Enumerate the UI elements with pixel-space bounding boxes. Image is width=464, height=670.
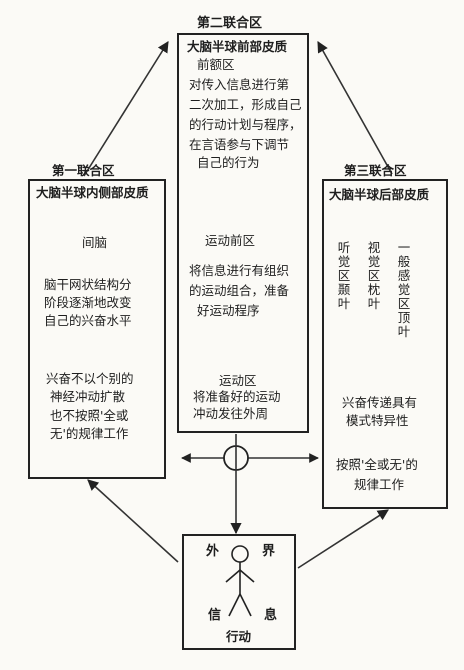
outer-left-char: 外 (206, 544, 220, 559)
third-zone-heading: 第三联合区 (344, 163, 407, 178)
parietal-lobe-label: 一般感觉区顶叶 (397, 240, 411, 339)
posterior-cortex-box: 大脑半球后部皮质 听觉区颞叶 视觉区枕叶 一般感觉区顶叶 兴奋传递具有 模式特异… (322, 179, 448, 509)
medial-line-5: 神经冲动扩散 (50, 389, 126, 404)
first-zone-heading: 第一联合区 (52, 163, 115, 178)
arrow-bottom-to-third (297, 509, 389, 569)
frontal-line-3: 的行动计划与程序， (189, 117, 302, 132)
frontal-line-2: 二次加工，形成自己 (189, 97, 302, 112)
info-right-char: 息 (264, 608, 278, 623)
outside-world-box: 外 界 信 息 行动 (182, 534, 296, 650)
law-line-2: 规律工作 (354, 477, 405, 492)
motor-line-1: 将准备好的运动 (193, 389, 281, 404)
medial-line-2: 阶段逐渐地改变 (44, 295, 132, 310)
premotor-line-3: 好运动程序 (197, 303, 260, 318)
medial-line-7: 无'的规律工作 (50, 426, 129, 441)
occipital-lobe-label: 视觉区枕叶 (367, 240, 381, 311)
medial-line-3: 自己的兴奋水平 (44, 313, 132, 328)
posterior-title: 大脑半球后部皮质 (329, 187, 430, 202)
frontal-line-4: 在言语参与下调节 (189, 137, 290, 152)
person-figure (225, 545, 255, 617)
law-line-1: 按照'全或无'的 (336, 457, 418, 472)
frontal-line-1: 对传入信息进行第 (189, 77, 290, 92)
premotor-title: 运动前区 (205, 233, 256, 248)
arrow-third-to-second (317, 41, 393, 175)
outer-right-char: 界 (262, 544, 276, 559)
second-zone-heading: 第二联合区 (197, 16, 263, 31)
mode-line-2: 模式特异性 (346, 413, 409, 428)
frontal-subtitle: 前额区 (197, 57, 235, 72)
frontal-cortex-box: 大脑半球前部皮质 前额区 对传入信息进行第 二次加工，形成自己 的行动计划与程序… (177, 33, 309, 433)
premotor-line-1: 将信息进行有组织 (189, 263, 290, 278)
brainstem-label: 间脑 (82, 235, 108, 250)
mode-line-1: 兴奋传递具有 (342, 395, 418, 410)
arrow-bottom-to-first (87, 479, 179, 563)
medial-line-6: 也不按照'全或 (50, 408, 129, 423)
motor-line-2: 冲动发往外周 (193, 406, 269, 421)
info-left-char: 信 (208, 608, 222, 623)
medial-line-1: 脑干网状结构分 (44, 277, 132, 292)
medial-cortex-box: 大脑半球内侧部皮质 间脑 脑干网状结构分 阶段逐渐地改变 自己的兴奋水平 兴奋不… (28, 179, 166, 479)
premotor-line-2: 的运动组合，准备 (189, 283, 290, 298)
frontal-line-5: 自己的行为 (197, 155, 260, 170)
action-label: 行动 (226, 629, 252, 644)
frontal-title: 大脑半球前部皮质 (187, 39, 288, 54)
arrow-first-to-second (83, 41, 169, 177)
medial-line-4: 兴奋不以个别的 (46, 371, 134, 386)
temporal-lobe-label: 听觉区颞叶 (337, 240, 351, 311)
motor-title: 运动区 (219, 373, 257, 388)
medial-title: 大脑半球内侧部皮质 (36, 185, 149, 200)
